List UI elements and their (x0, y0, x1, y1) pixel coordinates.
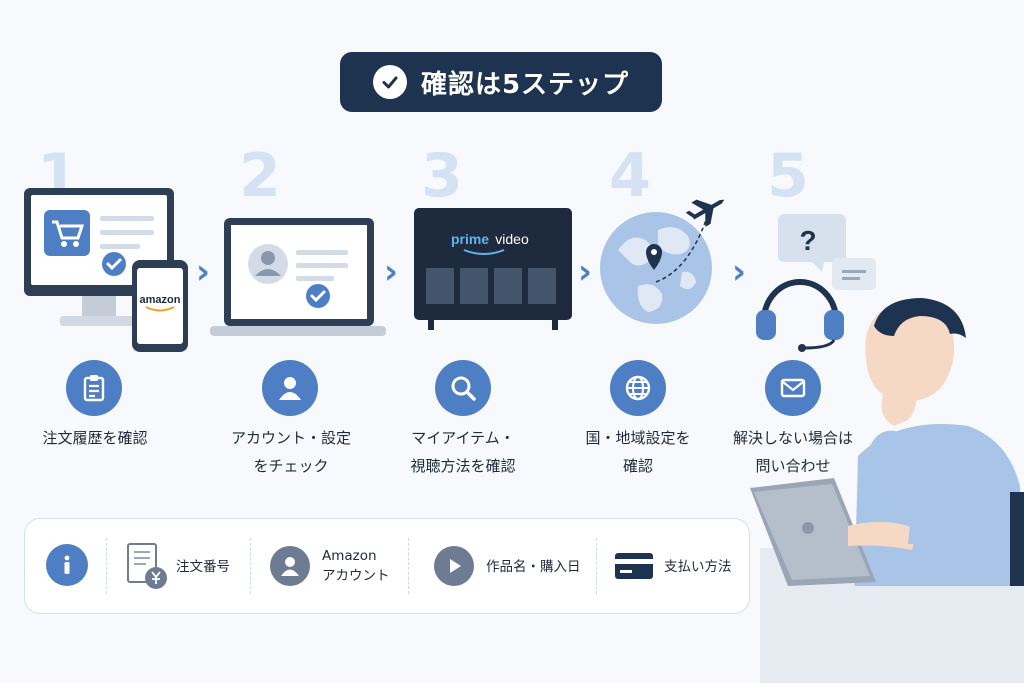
chevron-right-icon: › (384, 252, 399, 292)
question-mark-icon: ? (799, 225, 816, 256)
title-banner: 確認は5ステップ (340, 52, 662, 112)
info-label-title-purchase-date: 作品名・購入日 (486, 559, 581, 575)
step-label-3: マイアイテム・ 視聴方法を確認 (410, 429, 516, 475)
credit-card-icon (615, 553, 653, 579)
svg-text:video: video (495, 231, 529, 247)
step-number-5: 5 (767, 141, 809, 211)
cart-icon (44, 210, 90, 256)
step-number-2: 2 (239, 141, 281, 211)
check-icon (372, 65, 407, 99)
globe-icon (610, 360, 666, 416)
info-label-amazon-account: Amazon アカウント (322, 548, 390, 584)
step-number-3: 3 (421, 141, 463, 211)
info-label-payment-method: 支払い方法 (664, 559, 732, 575)
globe-region-illustration (600, 199, 725, 324)
chevron-right-icon: › (196, 252, 211, 292)
step-label-2: アカウント・設定 をチェック (230, 429, 351, 475)
divider (250, 538, 251, 594)
search-icon (435, 360, 491, 416)
step-label-1: 注文履歴を確認 (42, 429, 148, 447)
step-number-4: 4 (609, 141, 651, 211)
page-title: 確認は5ステップ (420, 69, 630, 100)
info-label-order-number: 注文番号 (176, 559, 230, 575)
step-label-4: 国・地域設定を 確認 (585, 429, 691, 475)
divider (106, 538, 107, 594)
mail-icon (765, 360, 821, 416)
info-icon (46, 544, 88, 586)
divider (596, 538, 597, 594)
divider (408, 538, 409, 594)
person-icon (270, 546, 310, 586)
receipt-yen-icon (127, 543, 167, 589)
airplane-icon (685, 199, 725, 227)
support-headset-illustration: ? (756, 214, 876, 352)
chevron-right-icon: › (732, 252, 747, 292)
prime-video-logo: prime (451, 231, 489, 247)
chevron-right-icon: › (578, 252, 593, 292)
play-icon (434, 546, 474, 586)
prime-video-tv-illustration: prime video (414, 208, 572, 330)
person-icon (262, 360, 318, 416)
account-settings-illustration (210, 218, 386, 336)
step-label-5: 解決しない場合は 問い合わせ (732, 429, 853, 475)
person-with-laptop-illustration (750, 298, 1024, 586)
amazon-logo: amazon (140, 294, 181, 306)
order-history-illustration: amazon (24, 188, 188, 352)
clipboard-icon (66, 360, 122, 416)
